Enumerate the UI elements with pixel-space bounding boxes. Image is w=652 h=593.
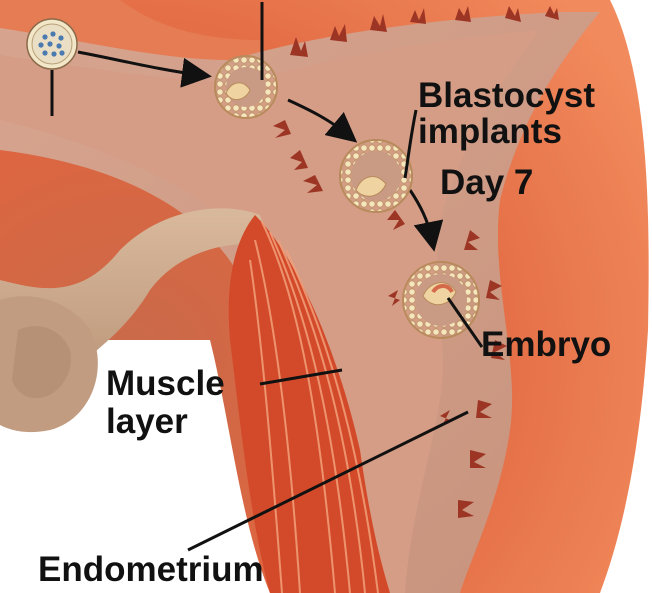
morula <box>27 19 77 69</box>
blastocyst-label-line1: Blastocyst <box>418 78 595 114</box>
endometrium-label: Endometrium <box>38 552 264 588</box>
muscle-label-line1: Muscle <box>106 366 225 402</box>
day-label: Day 7 <box>440 165 533 201</box>
blastocyst-attaching <box>340 140 412 212</box>
blastocyst-label-line2: implants <box>418 114 562 150</box>
blastocyst-early <box>215 56 277 118</box>
muscle-label-line2: layer <box>106 404 188 440</box>
embryo-label: Embryo <box>481 327 611 363</box>
